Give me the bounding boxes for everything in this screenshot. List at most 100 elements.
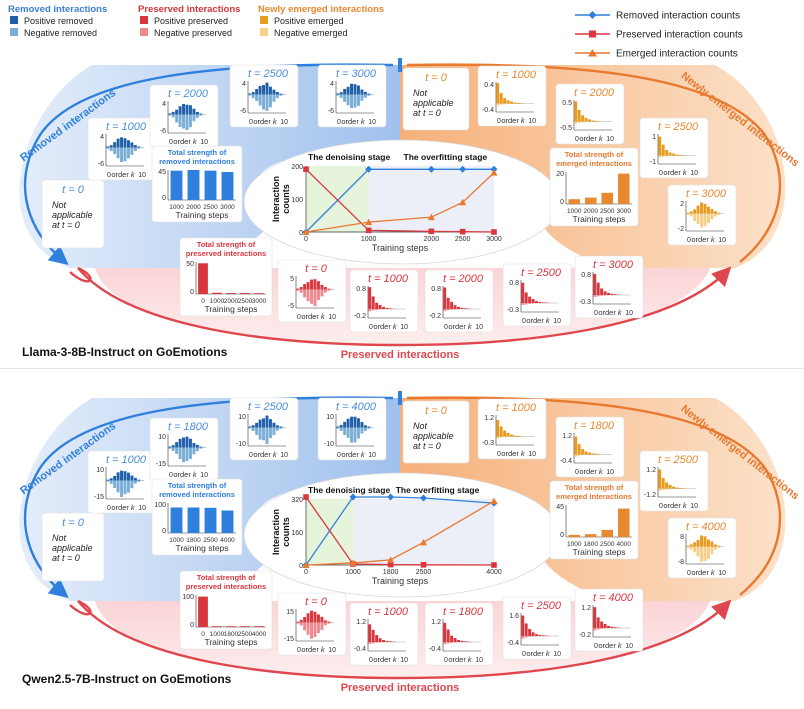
na-text: applicable <box>413 431 454 441</box>
x-tick-label: 10 <box>606 136 614 143</box>
bar-chart-title: Total strength of <box>197 573 256 582</box>
positive-bar <box>133 477 137 481</box>
negative-bar <box>255 94 259 102</box>
negative-bar <box>693 546 697 553</box>
x-tick-label: 2000 <box>584 208 599 215</box>
x-axis-label: order k <box>373 655 398 664</box>
positive-bar <box>182 437 186 448</box>
positive-bar <box>192 108 196 115</box>
negative-bar <box>375 642 379 643</box>
x-tick-label: 10 <box>718 237 726 244</box>
negative-bar <box>521 636 525 639</box>
positive-bar <box>367 426 371 428</box>
y-tick-label: 8 <box>680 534 684 541</box>
positive-bar <box>610 626 614 629</box>
x-tick-label: 10 <box>528 451 536 458</box>
negative-bar <box>710 546 714 555</box>
na-text: Not <box>52 200 67 210</box>
negative-bar <box>496 103 500 106</box>
x-tick-label: 10 <box>368 119 376 126</box>
x-tick-label: 2000 <box>186 204 201 211</box>
y-tick-label: 0.8 <box>509 280 519 287</box>
positive-bar <box>443 287 447 310</box>
bar <box>568 199 581 204</box>
negative-bar <box>310 622 314 639</box>
positive-bar <box>188 438 192 448</box>
bar <box>204 170 217 200</box>
positive-bar <box>168 113 172 115</box>
positive-bar <box>516 102 520 104</box>
positive-bar <box>678 487 682 489</box>
bar-chart-title: emerged interactions <box>556 159 632 168</box>
negative-bar <box>182 114 186 129</box>
y-tick-label: -0.4 <box>354 646 366 653</box>
negative-bar <box>368 642 372 644</box>
x-tick-label: 2500 <box>455 236 471 243</box>
positive-bar <box>710 208 714 214</box>
positive-bar <box>265 82 269 95</box>
positive-bar <box>388 308 392 310</box>
positive-bar <box>106 146 110 148</box>
negative-bar <box>356 427 360 439</box>
y-tick-label: 15 <box>286 609 294 616</box>
y-tick-label: 0 <box>190 622 194 629</box>
x-tick-label: 0 <box>169 472 173 479</box>
chart-card <box>639 450 709 512</box>
stage-label-denoising: The denoising stage <box>308 485 390 495</box>
stage-label-overfitting: The overfitting stage <box>396 485 480 495</box>
chart-card <box>639 117 709 179</box>
positive-bar <box>109 478 113 481</box>
negative-bar <box>350 427 354 443</box>
negative-bar <box>577 454 581 456</box>
step-label: t = 4000 <box>336 401 377 413</box>
negative-bar <box>133 147 137 152</box>
negative-bar <box>706 546 710 559</box>
stage-label-overfitting: The overfitting stage <box>404 152 488 162</box>
positive-bar <box>672 486 676 489</box>
positive-bar <box>596 282 600 296</box>
positive-bar <box>313 611 317 623</box>
legend-group-title: Preserved interactions <box>138 4 240 15</box>
bar-chart-title: Total strength of <box>168 481 227 490</box>
positive-bar <box>706 539 710 547</box>
positive-bar <box>658 136 662 156</box>
y-tick-label: 0 <box>162 195 166 202</box>
negative-bar <box>453 309 457 310</box>
negative-bar <box>192 114 196 122</box>
positive-bar <box>113 475 117 481</box>
x-tick-label: 2500 <box>203 537 218 544</box>
negative-bar <box>265 427 269 444</box>
x-tick-label: 0 <box>304 569 308 576</box>
negative-bar <box>123 147 127 162</box>
negative-bar <box>199 447 203 449</box>
x-tick-label: 10 <box>138 505 146 512</box>
x-tick-label: 4000 <box>486 569 502 576</box>
y-tick-label: -6 <box>328 108 334 115</box>
chart-card <box>349 269 419 333</box>
step-label: t = 2500 <box>248 401 289 413</box>
negative-bar <box>248 94 252 96</box>
negative-bar <box>258 94 262 106</box>
y-tick-label: 4 <box>162 101 166 108</box>
panel-separator <box>0 368 804 369</box>
positive-bar <box>584 117 588 122</box>
x-tick-label: 1000 <box>210 298 225 305</box>
positive-bar <box>593 273 597 296</box>
positive-bar <box>457 639 461 643</box>
negative-bar <box>182 447 186 463</box>
x-tick-label: 0 <box>575 136 579 143</box>
y-tick-label: -10 <box>236 441 246 448</box>
negative-bar <box>363 94 367 98</box>
series-point <box>387 493 395 501</box>
positive-bar <box>450 301 454 310</box>
preserved-arc-title: Preserved interactions <box>341 682 460 694</box>
x-tick-label: 1000 <box>361 236 377 243</box>
y-tick-label: 0 <box>560 199 564 206</box>
negative-bar <box>363 427 367 431</box>
interaction-count-line-chart: The denoising stage The overfitting stage… <box>271 485 502 586</box>
na-text: at t = 0 <box>52 553 80 563</box>
